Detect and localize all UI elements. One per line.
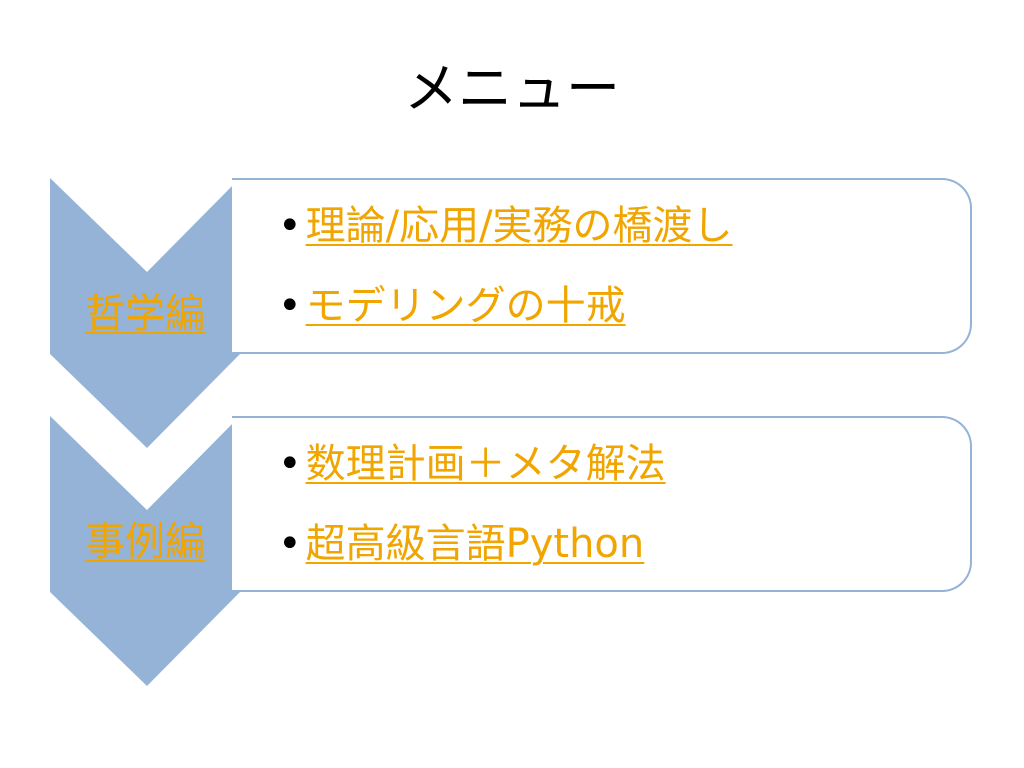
- list-item: •数理計画＋メタ解法: [278, 444, 666, 484]
- list-item: •超高級言語Python: [278, 524, 644, 564]
- case-study-items-box: [232, 416, 972, 592]
- philosophy-items-box: [232, 178, 972, 354]
- philosophy-link[interactable]: 哲学編: [85, 291, 205, 337]
- bullet-icon: •: [278, 283, 302, 329]
- page-title: メニュー: [404, 57, 620, 120]
- list-item: •モデリングの十戒: [278, 286, 626, 326]
- bullet-icon: •: [278, 203, 302, 249]
- section-label-philosophy[interactable]: 哲学編: [52, 294, 238, 334]
- bullet-icon: •: [278, 521, 302, 567]
- theory-bridge-link[interactable]: 理論/応用/実務の橋渡し: [305, 203, 733, 249]
- modeling-commandments-link[interactable]: モデリングの十戒: [305, 283, 626, 329]
- list-item: •理論/応用/実務の橋渡し: [278, 206, 733, 246]
- section-label-case-studies[interactable]: 事例編: [52, 522, 238, 562]
- chevron-shape-1: [50, 178, 240, 448]
- math-programming-link[interactable]: 数理計画＋メタ解法: [305, 441, 666, 487]
- bullet-icon: •: [278, 441, 302, 487]
- chevron-shape-2: [50, 416, 240, 686]
- case-studies-link[interactable]: 事例編: [85, 519, 205, 565]
- python-link[interactable]: 超高級言語Python: [305, 521, 645, 567]
